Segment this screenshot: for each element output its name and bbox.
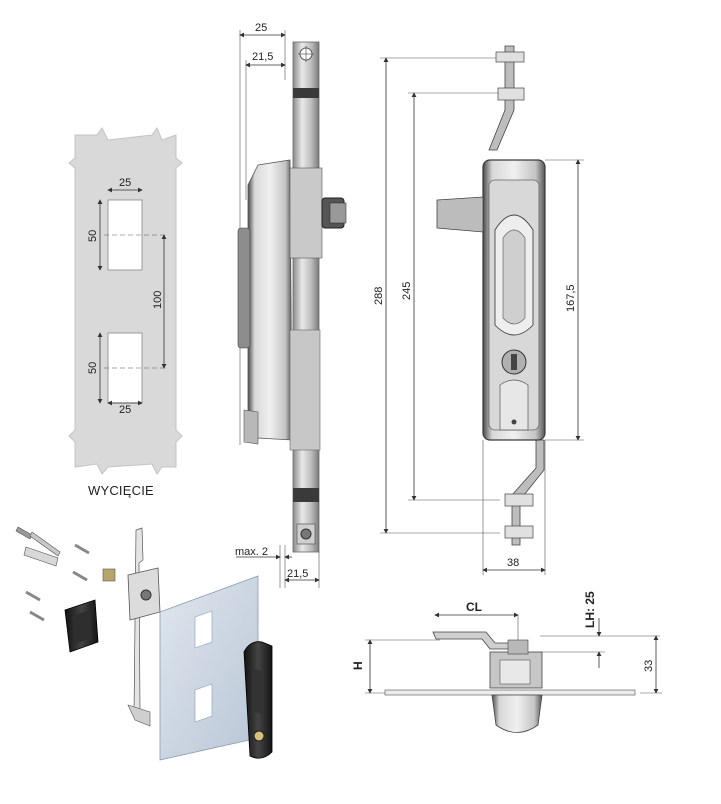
cutout-top-height: 50 (87, 230, 99, 242)
top-door-plate (384, 689, 636, 696)
top-height: 33 (643, 660, 655, 672)
top-lh-label: LH: 25 (583, 591, 597, 628)
front-view: 288 245 167,5 38 (373, 45, 584, 575)
side-rod (292, 41, 320, 553)
cutout-bottom-height: 50 (87, 362, 99, 374)
top-view: CL H LH: 25 33 (351, 591, 662, 733)
top-cup (491, 694, 543, 733)
front-bottom-rod (511, 439, 545, 546)
front-body-width: 38 (507, 557, 519, 569)
cutout-drawing: 25 50 100 50 25 (68, 126, 183, 475)
cutout-bottom-width: 25 (119, 404, 131, 416)
side-base-width: 21,5 (287, 568, 308, 580)
cutout-panel (68, 126, 183, 475)
front-top-rod (488, 45, 515, 151)
exploded-rod (133, 527, 144, 715)
front-rod-spacing: 245 (401, 282, 413, 300)
top-h-label: H (351, 661, 365, 670)
top-cl-label: CL (466, 600, 482, 614)
side-gap: max. 2 (235, 546, 268, 558)
side-bottom-screw (300, 528, 312, 540)
exploded-view (15, 526, 273, 761)
front-lever (436, 196, 484, 233)
front-total-height: 288 (373, 287, 385, 305)
top-lever (432, 631, 521, 650)
cutout-caption: WYCIĘCIE (88, 483, 154, 498)
cutout-spacing: 100 (152, 291, 164, 309)
front-body-height: 167,5 (565, 284, 577, 312)
screw-parts (15, 526, 116, 622)
exploded-panel (159, 575, 259, 761)
cutout-top-width: 25 (119, 177, 131, 189)
side-view: 25 21,5 max. 2 21,5 (235, 22, 347, 588)
side-housing (247, 159, 293, 441)
side-overall-width: 25 (255, 22, 267, 34)
side-body-width: 21,5 (252, 51, 273, 63)
